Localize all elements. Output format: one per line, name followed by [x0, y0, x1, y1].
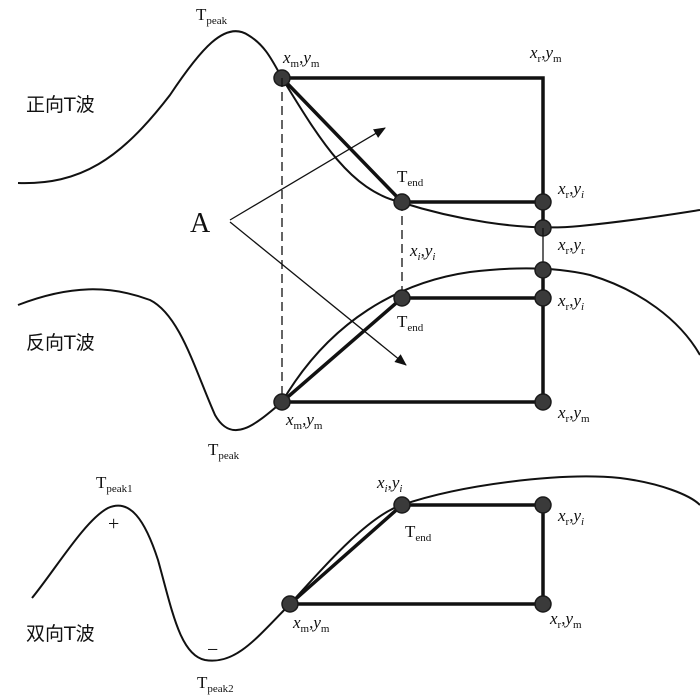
reverse-panel-title: 反向T波: [26, 332, 95, 354]
reverse-xr-ym-label: xr,ym: [557, 403, 590, 425]
forward-t-wave-panel: 正向T波 Tpeak xm,ym xr,ym Tend xr,yi xr,yr …: [17, 5, 700, 298]
forward-xr-ym-label: xr,ym: [529, 43, 562, 65]
forward-xr-yi-label: xr,yi: [557, 179, 584, 201]
reverse-t-wave-panel: 反向T波 Tend xr,yi xm,ym xr,ym Tpeak: [17, 78, 700, 462]
forward-tend-label: Tend: [397, 167, 424, 189]
reverse-tpeak-label: Tpeak: [208, 440, 240, 462]
reverse-point-xr-yi: [534, 289, 552, 307]
biphasic-chord-line: [288, 503, 404, 606]
annotation-a-arrow-up: [229, 127, 386, 221]
biphasic-tpeak2-label: Tpeak2: [197, 673, 234, 695]
biphasic-point-tend: [393, 496, 411, 514]
forward-point-tend: [393, 193, 411, 211]
reverse-point-xr-ym: [534, 393, 552, 411]
forward-t-wave-curve: [17, 30, 700, 229]
biphasic-measure-box: [290, 503, 545, 606]
biphasic-point-xr-yi: [534, 496, 552, 514]
reverse-t-wave-curve: [17, 267, 700, 432]
biphasic-t-wave-panel: 双向T波 Tpeak1 + − Tpeak2 xi,yi Tend xr,yi …: [26, 473, 700, 695]
forward-measure-box: [282, 76, 545, 228]
forward-point-xr-yi: [534, 193, 552, 211]
biphasic-point-xr-ym: [534, 595, 552, 613]
reverse-measure-box: [282, 270, 545, 404]
annotation-a-arrow-down: [229, 221, 407, 366]
biphasic-tend-label: Tend: [405, 522, 432, 544]
biphasic-xm-ym-label: xm,ym: [292, 613, 330, 635]
biphasic-plus-sign: +: [108, 513, 119, 535]
annotation-a-label: A: [190, 208, 211, 239]
reverse-chord-line: [280, 296, 404, 404]
reverse-tend-label: Tend: [397, 312, 424, 334]
forward-xi-yi-label: xi,yi: [409, 241, 435, 263]
forward-tpeak-label: Tpeak: [196, 5, 228, 27]
reverse-point-xr-peak: [534, 261, 552, 279]
forward-panel-title: 正向T波: [26, 94, 95, 116]
biphasic-point-xm-ym: [281, 595, 299, 613]
reverse-xm-ym-label: xm,ym: [285, 410, 323, 432]
reverse-xr-yi-label: xr,yi: [557, 291, 584, 313]
forward-xr-yr-label: xr,yr: [557, 235, 585, 257]
biphasic-panel-title: 双向T波: [26, 623, 95, 645]
forward-chord-line: [280, 76, 404, 204]
biphasic-tpeak1-label: Tpeak1: [96, 473, 133, 495]
biphasic-xr-yi-label: xr,yi: [557, 506, 584, 528]
annotation-a: A: [190, 127, 407, 366]
biphasic-t-wave-curve: [31, 475, 700, 662]
reverse-point-tend: [393, 289, 411, 307]
forward-xm-ym-label: xm,ym: [282, 48, 320, 70]
biphasic-minus-sign: −: [207, 639, 218, 661]
reverse-point-xm-ym: [273, 393, 291, 411]
biphasic-xi-yi-label: xi,yi: [376, 473, 402, 495]
biphasic-xr-ym-label: xr,ym: [549, 609, 582, 631]
